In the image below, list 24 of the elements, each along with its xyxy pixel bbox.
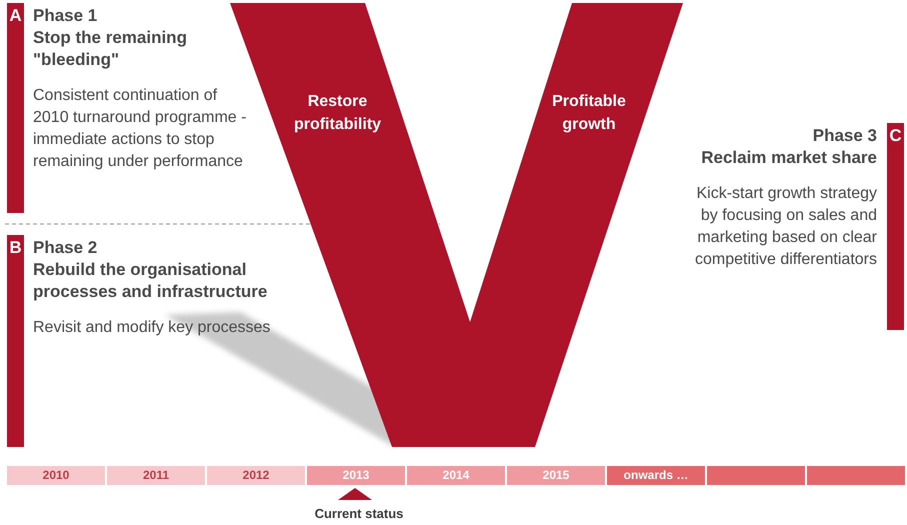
phase-letter: C [888, 126, 903, 146]
timeline-segment: 2015 [507, 466, 605, 485]
v-arm-label: Profitable growth [551, 92, 627, 135]
timeline-segment: 2014 [407, 466, 505, 485]
phase-title: Stop the remaining "bleeding" [33, 27, 188, 71]
phase-number: Phase 3 [812, 125, 877, 147]
phase-letter: B [8, 238, 23, 258]
timeline-segment: 2013 [307, 466, 405, 485]
phase-description: Consistent continuation of 2010 turnaround programme - immediate actions to stop remaining under performance [33, 86, 248, 172]
timeline-segment: 2011 [107, 466, 205, 485]
phase-number: Phase 1 [33, 5, 98, 27]
timeline-segment: onwards … [607, 466, 705, 485]
status-label: Current status [314, 506, 404, 521]
timeline-segment: 2010 [7, 466, 105, 485]
v-arm-label: Restore profitability [292, 92, 382, 135]
phase-description: Kick-start growth strategy by focusing on sales and marketing based on clear competitive differentiators [694, 184, 877, 270]
phase-title: Rebuild the organisational processes and infrastructure [33, 259, 268, 303]
phase-letter: A [8, 6, 23, 26]
phase-description: Revisit and modify key processes [33, 318, 272, 338]
phase-title: Reclaim market share [700, 147, 877, 169]
timeline-segment [707, 466, 805, 485]
timeline-segment [807, 466, 905, 485]
phase-number: Phase 2 [33, 237, 98, 259]
timeline-segment: 2012 [207, 466, 305, 485]
